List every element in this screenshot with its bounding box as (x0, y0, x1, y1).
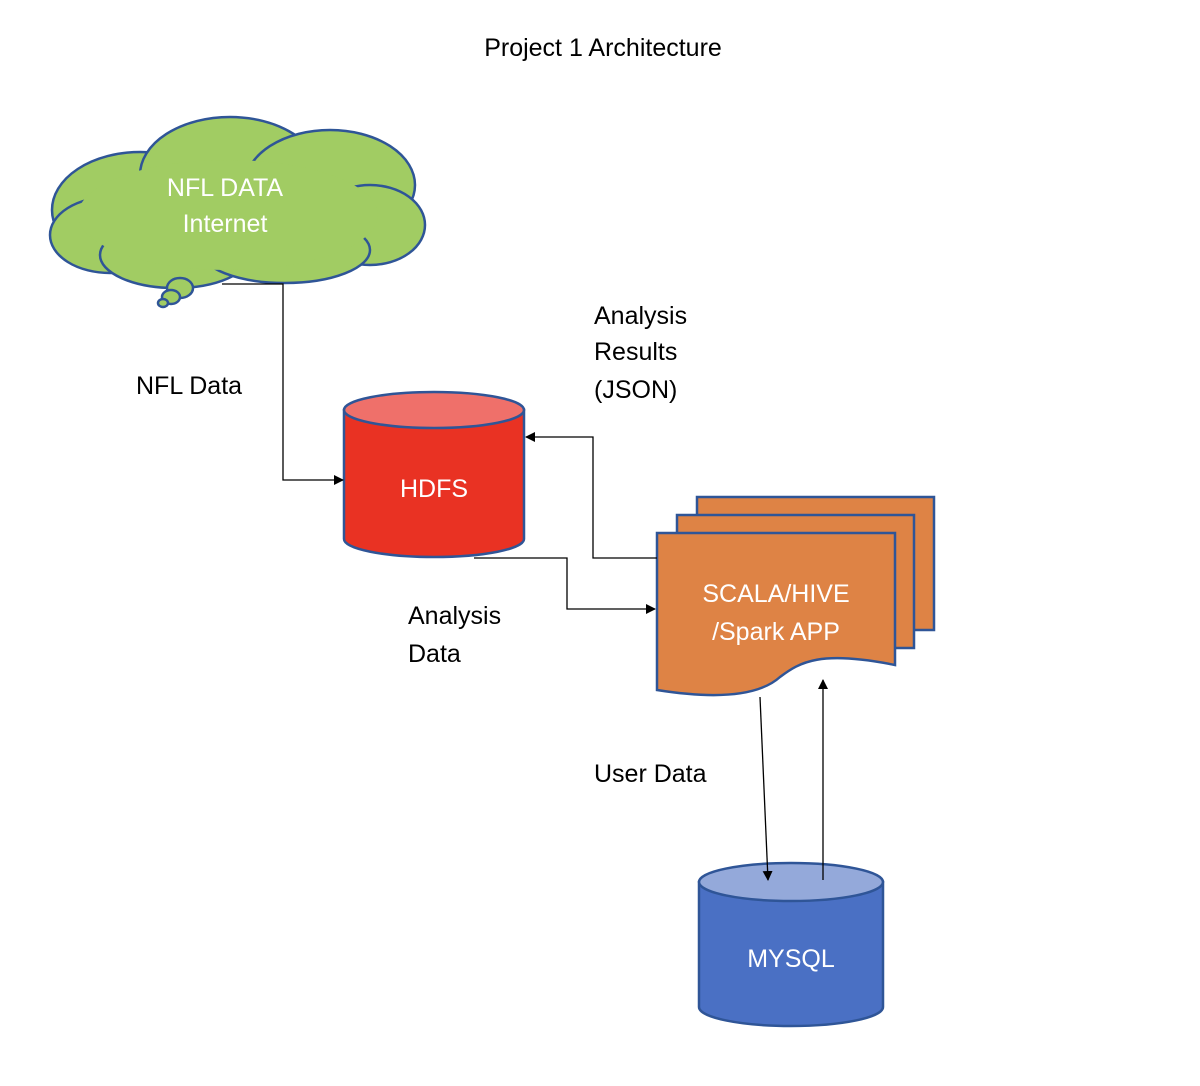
diagram-title: Project 1 Architecture (484, 34, 722, 62)
hdfs-cylinder-body (342, 408, 526, 559)
mysql-label: MYSQL (747, 945, 835, 973)
cloud-icon (48, 115, 427, 309)
hdfs-node: HDFS (342, 390, 526, 559)
connector-app-to-hdfs (525, 432, 657, 559)
app-label-line1: SCALA/HIVE (702, 580, 849, 608)
hdfs-label: HDFS (400, 475, 468, 503)
app-label-line2: /Spark APP (712, 618, 840, 646)
edge-label-analysis-data-line2: Data (408, 640, 461, 668)
cloud-label-line1: NFL DATA (167, 174, 284, 202)
mysql-cylinder-body (697, 880, 885, 1028)
edge-label-analysis-data-line1: Analysis (408, 602, 501, 630)
edge-label-analysis-results-line2: Results (594, 338, 677, 366)
mysql-node: MYSQL (697, 861, 885, 1028)
edge-label-nfl-data: NFL Data (136, 372, 242, 400)
connector-app-to-mysql (759, 696, 773, 881)
edge-label-user-data: User Data (594, 760, 707, 788)
database-cylinder-icon (342, 390, 526, 559)
database-cylinder-icon (697, 861, 885, 1028)
cloud-label-line2: Internet (183, 210, 268, 238)
cloud-node: NFL DATA Internet (48, 115, 427, 309)
mysql-cylinder-top (697, 861, 885, 903)
multi-document-icon (655, 495, 936, 697)
connector-cloud-to-hdfs (222, 283, 344, 485)
connector-hdfs-to-app (474, 557, 656, 614)
app-doc-front (655, 531, 897, 697)
hdfs-cylinder-top (342, 390, 526, 430)
app-node: SCALA/HIVE /Spark APP (655, 495, 936, 697)
edge-label-analysis-results-line3: (JSON) (594, 376, 677, 404)
edge-label-analysis-results-line1: Analysis (594, 302, 687, 330)
